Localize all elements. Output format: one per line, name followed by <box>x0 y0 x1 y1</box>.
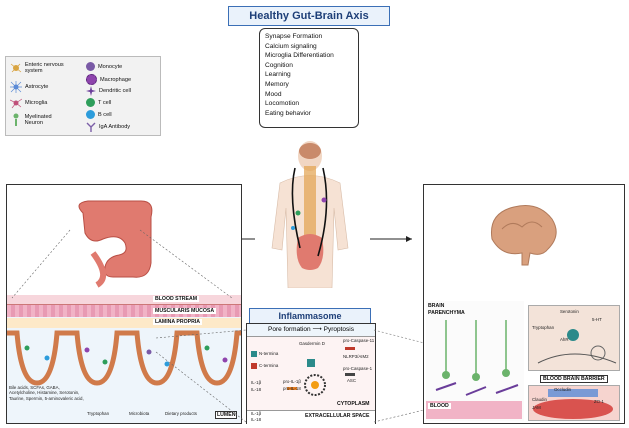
serotonin-label: Serotonin <box>560 309 579 314</box>
legend-item: T cell <box>86 98 111 107</box>
macrophage-icon <box>86 74 97 85</box>
bbb-illustration <box>533 389 613 419</box>
label-pro-il18: pro-IL-18 <box>283 386 301 391</box>
legend-item: IgA Antibody <box>86 122 130 132</box>
villi-illustration <box>7 330 241 386</box>
ahr-label: AhR <box>560 337 569 342</box>
legend-item: Macrophage <box>86 74 131 85</box>
b-cell-icon <box>86 110 95 119</box>
legend-item: B cell <box>86 110 112 119</box>
legend-item: Enteric nervous system <box>10 62 82 74</box>
brain-functions-box: Synapse Formation Calcium signaling Micr… <box>259 28 359 128</box>
inflammasome-panel: Pore formation ⟶ Pyroptosis N-termina C-… <box>246 323 376 424</box>
lamina-band <box>7 318 241 328</box>
legend-item: Myelinated Neuron <box>10 113 70 127</box>
lumen-label: LUMEN <box>215 411 238 419</box>
extracellular-label: EXTRACELLULAR SPACE <box>305 413 370 419</box>
band-label: MUSCULARIS MUCOSA <box>153 308 217 314</box>
label-il1b: IL-1β <box>251 380 262 385</box>
myelinated-neuron-icon <box>13 113 19 126</box>
label-pro-caspase1: pro-Caspase-1 <box>343 366 373 371</box>
legend: Enteric nervous system Astrocyte Microgl… <box>5 56 161 136</box>
label-n-termina: N-termina <box>259 351 279 356</box>
label-pro-il1b: pro-IL-1β <box>283 379 301 384</box>
label-asc: ASC <box>347 378 357 383</box>
function-item: Cognition <box>265 61 293 69</box>
cytoplasm-label: CYTOPLASM <box>337 401 370 407</box>
function-item: Mood <box>265 90 282 98</box>
enteric-neuron-icon <box>10 63 22 73</box>
t-cell-icon <box>86 98 95 107</box>
label-gasdermin: Gasdermin D <box>299 341 325 346</box>
bbb-label: BLOOD BRAIN BARRIER <box>540 375 608 383</box>
jam-label: JAM <box>532 405 541 410</box>
label-nlrp3: NLRP3/AIM2 <box>343 354 369 359</box>
parenchyma-label: BRAIN PARENCHYMA <box>428 303 465 316</box>
tryptophan-inset-label: Tryptophan <box>532 325 555 330</box>
band-label: LAMINA PROPRIA <box>153 319 203 325</box>
function-item: Microglia Differentiation <box>265 52 334 60</box>
dietary-label: Dietary products <box>165 411 197 416</box>
tryptophan-label: Tryptophan <box>87 411 110 416</box>
function-item: Eating behavior <box>265 109 311 117</box>
function-item: Calcium signaling <box>265 42 317 50</box>
legend-item: Microglia <box>10 97 47 109</box>
blood-label: BLOOD <box>428 403 451 409</box>
occludin-label: Occludin <box>554 387 572 392</box>
microglia-icon <box>10 98 22 109</box>
function-item: Memory <box>265 80 289 88</box>
page-title: Healthy Gut-Brain Axis <box>228 6 390 26</box>
claudin-label: Claudin <box>532 397 547 402</box>
function-item: Synapse Formation <box>265 33 323 40</box>
extracellular-area <box>247 410 375 424</box>
band-label: BLOOD STREAM <box>153 296 200 302</box>
label-il1b-out: IL-1β <box>251 411 262 416</box>
metabolite-list: Bile acids, SCFAs, GABA, Acetylcholine, … <box>9 385 84 401</box>
microbiota-label: Microbiota <box>129 411 150 416</box>
zo1-label: ZO-1 <box>594 399 605 404</box>
ht-label: 5-HT <box>592 317 602 322</box>
neurons-illustration <box>435 320 519 396</box>
intestine-illustration <box>78 200 153 288</box>
function-item: Locomotion <box>265 100 300 108</box>
function-item: Learning <box>265 71 291 79</box>
dendritic-cell-icon <box>86 86 96 96</box>
legend-item: Dendritic cell <box>86 86 131 96</box>
label-c-termina: C-termina <box>259 363 279 368</box>
blood-stream-band <box>7 295 241 305</box>
label-pro-caspase11: pro-Caspase-11 <box>343 338 375 343</box>
brain-illustration <box>490 205 557 266</box>
brain-panel: BRAIN PARENCHYMA BLOOD Serotonin 5-HT Tr… <box>423 184 625 424</box>
iga-antibody-icon <box>86 122 96 132</box>
inflammasome-illustration <box>251 347 355 396</box>
label-il18: IL-18 <box>251 387 262 392</box>
monocyte-icon <box>86 62 95 71</box>
human-body-figure <box>271 141 349 288</box>
pore-pyroptosis-header: Pore formation ⟶ Pyroptosis <box>247 324 375 337</box>
legend-item: Monocyte <box>86 62 122 71</box>
astrocyte-icon <box>10 81 22 93</box>
serotonin-illustration <box>537 329 617 364</box>
legend-item: Astrocyte <box>10 81 48 93</box>
label-il18-out: IL-18 <box>251 417 262 422</box>
gut-panel: BLOOD STREAM MUSCULARIS MUCOSA LAMINA PR… <box>6 184 242 424</box>
